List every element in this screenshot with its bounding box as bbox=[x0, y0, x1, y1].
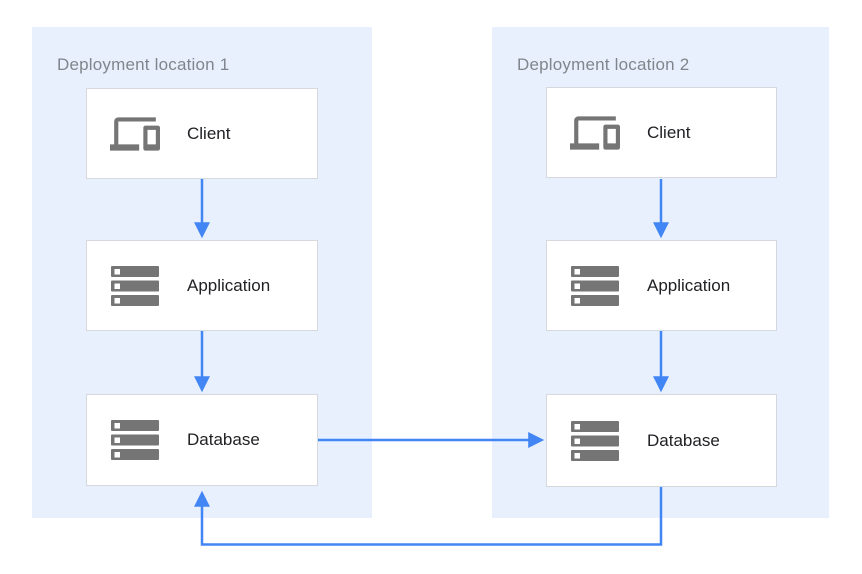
server-stack-icon bbox=[568, 265, 622, 307]
node-client-1: Client bbox=[86, 88, 318, 179]
node-database-2: Database bbox=[546, 394, 777, 487]
server-stack-icon bbox=[108, 265, 162, 307]
node-label: Database bbox=[187, 430, 260, 449]
node-label: Client bbox=[187, 123, 231, 143]
devices-icon bbox=[568, 112, 622, 154]
node-label: Client bbox=[647, 122, 691, 142]
node-client-2: Client bbox=[546, 87, 777, 178]
node-label: Application bbox=[187, 275, 271, 295]
panel-title: Deployment location 2 bbox=[517, 55, 690, 74]
node-label: Application bbox=[647, 275, 731, 295]
node-database-1: Database bbox=[86, 394, 318, 486]
panel-title: Deployment location 1 bbox=[57, 55, 230, 74]
node-label: Database bbox=[647, 430, 720, 450]
server-stack-icon bbox=[568, 420, 622, 462]
devices-icon bbox=[108, 113, 162, 155]
node-application-1: Application bbox=[86, 240, 318, 331]
node-application-2: Application bbox=[546, 240, 777, 331]
server-stack-icon bbox=[108, 419, 162, 461]
